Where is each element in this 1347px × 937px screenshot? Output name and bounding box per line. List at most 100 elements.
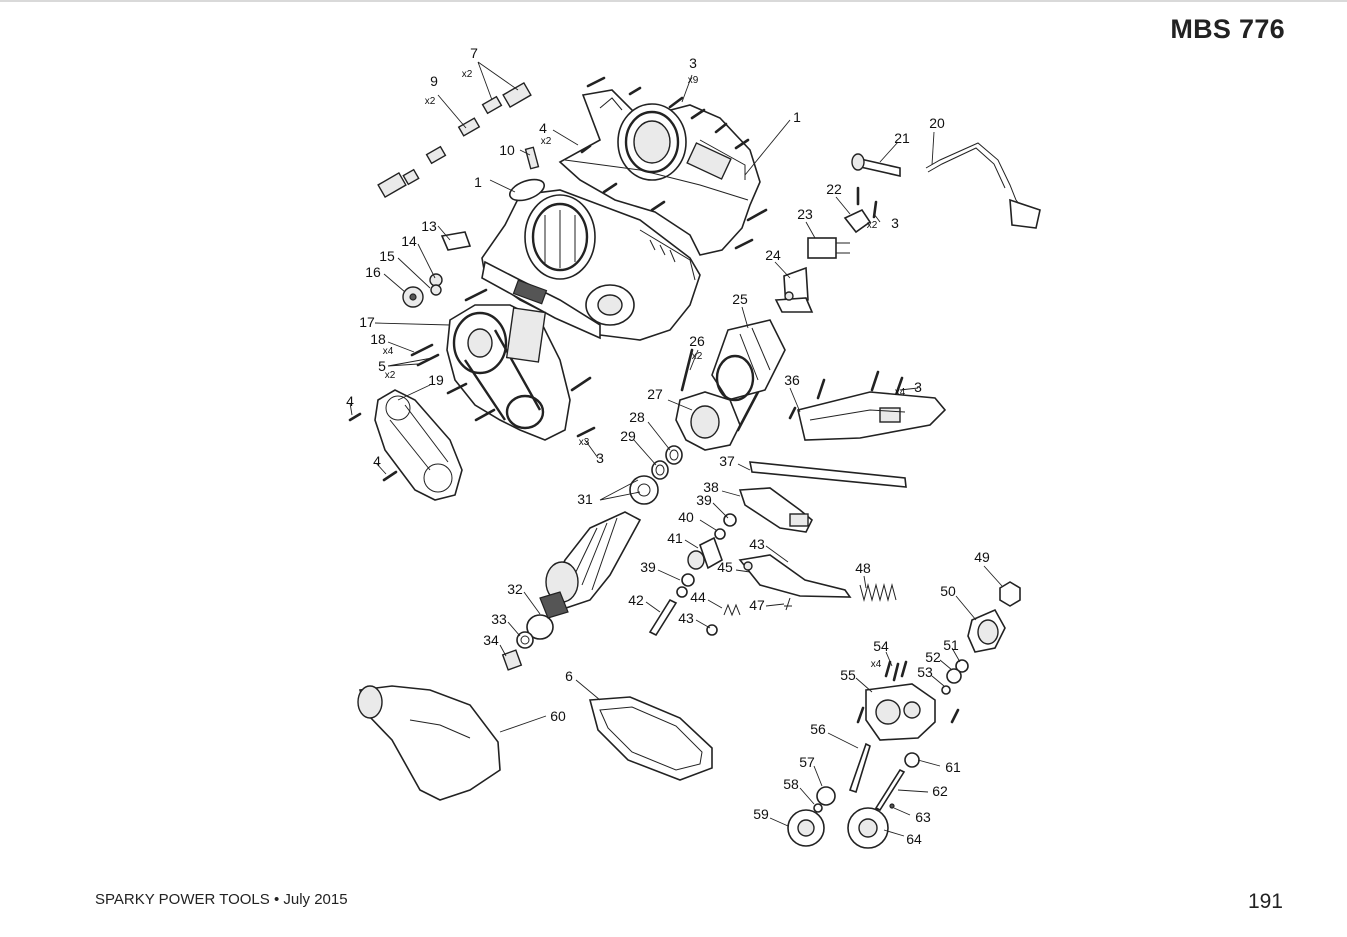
part-label-20: 20 bbox=[929, 115, 945, 131]
part-label-50: 50 bbox=[940, 583, 956, 599]
part-label-37: 37 bbox=[719, 453, 735, 469]
part-label-3: 3 bbox=[891, 215, 899, 231]
tension-bracket bbox=[738, 554, 852, 598]
part-label-39: 39 bbox=[640, 559, 656, 575]
part-qty-26: x2 bbox=[692, 351, 703, 362]
part-label-13: 13 bbox=[421, 218, 437, 234]
part-label-53: 53 bbox=[917, 664, 933, 680]
part-label-43: 43 bbox=[678, 610, 694, 626]
screws bbox=[348, 76, 960, 724]
top-rule bbox=[0, 0, 1347, 2]
part-label-28: 28 bbox=[629, 409, 645, 425]
part-label-1: 1 bbox=[474, 174, 482, 190]
part-label-48: 48 bbox=[855, 560, 871, 576]
part-label-61: 61 bbox=[945, 759, 961, 775]
part-label-5: 5 bbox=[378, 358, 386, 374]
part-label-51: 51 bbox=[943, 637, 959, 653]
part-label-3: 3 bbox=[689, 55, 697, 71]
part-label-33: 33 bbox=[491, 611, 507, 627]
switch-block bbox=[774, 266, 814, 313]
model-title: MBS 776 bbox=[1170, 14, 1285, 44]
brush-holders bbox=[377, 81, 532, 199]
dust-bag bbox=[357, 685, 501, 801]
tension-lever bbox=[738, 487, 813, 533]
part-label-60: 60 bbox=[550, 708, 566, 724]
part-label-32: 32 bbox=[507, 581, 523, 597]
handle-and-cord bbox=[851, 142, 1041, 229]
nut bbox=[999, 581, 1021, 607]
part-label-40: 40 bbox=[678, 509, 694, 525]
drive-shaft bbox=[848, 742, 871, 794]
part-label-64: 64 bbox=[906, 831, 922, 847]
part-label-57: 57 bbox=[799, 754, 815, 770]
part-label-47: 47 bbox=[749, 597, 765, 613]
part-label-21: 21 bbox=[894, 130, 910, 146]
part-qty-3: x2 bbox=[867, 220, 878, 231]
bearing-57 bbox=[816, 786, 836, 806]
driven-gear bbox=[847, 807, 889, 849]
circlip-53 bbox=[941, 685, 951, 695]
pinion bbox=[501, 649, 523, 671]
part-label-38: 38 bbox=[703, 479, 719, 495]
tension-rod bbox=[749, 461, 907, 488]
part-label-39: 39 bbox=[696, 492, 712, 508]
fan bbox=[675, 391, 741, 451]
part-label-41: 41 bbox=[667, 530, 683, 546]
part-qty-3: x3 bbox=[579, 437, 590, 448]
stator bbox=[711, 319, 786, 402]
part-label-58: 58 bbox=[783, 776, 799, 792]
cover-cap bbox=[509, 178, 545, 202]
part-qty-54: x4 bbox=[871, 659, 882, 670]
part-qty-9: x2 bbox=[425, 96, 436, 107]
washer-58 bbox=[813, 803, 823, 813]
part-label-29: 29 bbox=[620, 428, 636, 444]
part-qty-7: x2 bbox=[462, 69, 473, 80]
brush-spring bbox=[524, 146, 540, 170]
part-label-15: 15 bbox=[379, 248, 395, 264]
part-label-3: 3 bbox=[914, 379, 922, 395]
part-qty-18: x4 bbox=[383, 346, 394, 357]
belt-guard-assembly bbox=[446, 304, 571, 441]
upper-housing bbox=[558, 89, 761, 256]
washer-61 bbox=[904, 752, 920, 768]
part-qty-5: x2 bbox=[385, 370, 396, 381]
washer-51 bbox=[955, 659, 969, 673]
screw-47 bbox=[784, 597, 792, 611]
part-qty-4: x2 bbox=[541, 136, 552, 147]
part-label-25: 25 bbox=[732, 291, 748, 307]
clip bbox=[440, 231, 472, 251]
gear-case bbox=[865, 683, 936, 741]
part-label-9: 9 bbox=[430, 73, 438, 89]
part-label-49: 49 bbox=[974, 549, 990, 565]
part-label-18: 18 bbox=[370, 331, 386, 347]
part-label-24: 24 bbox=[765, 247, 781, 263]
pin-63 bbox=[889, 803, 895, 809]
part-label-4: 4 bbox=[373, 453, 381, 469]
part-label-4: 4 bbox=[539, 120, 547, 136]
capacitor bbox=[807, 237, 850, 259]
drive-belt bbox=[588, 696, 713, 781]
part-label-56: 56 bbox=[810, 721, 826, 737]
part-label-31: 31 bbox=[577, 491, 593, 507]
part-label-6: 6 bbox=[565, 668, 573, 684]
part-label-10: 10 bbox=[499, 142, 515, 158]
lower-housing bbox=[481, 189, 701, 341]
part-label-54: 54 bbox=[873, 638, 889, 654]
front-roller bbox=[967, 608, 1006, 653]
pivot-pin bbox=[648, 598, 678, 637]
part-label-44: 44 bbox=[690, 589, 706, 605]
part-label-42: 42 bbox=[628, 592, 644, 608]
part-label-7: 7 bbox=[470, 45, 478, 61]
part-label-17: 17 bbox=[359, 314, 375, 330]
part-label-63: 63 bbox=[915, 809, 931, 825]
part-label-43: 43 bbox=[749, 536, 765, 552]
armature bbox=[539, 511, 642, 619]
bearings bbox=[516, 445, 683, 649]
leader-lines bbox=[349, 61, 1003, 837]
part-drawings bbox=[348, 76, 1041, 849]
part-qty-3: x4 bbox=[895, 387, 906, 398]
part-label-3: 3 bbox=[596, 450, 604, 466]
roller-shaft bbox=[874, 768, 906, 812]
bearing-52 bbox=[946, 668, 962, 684]
